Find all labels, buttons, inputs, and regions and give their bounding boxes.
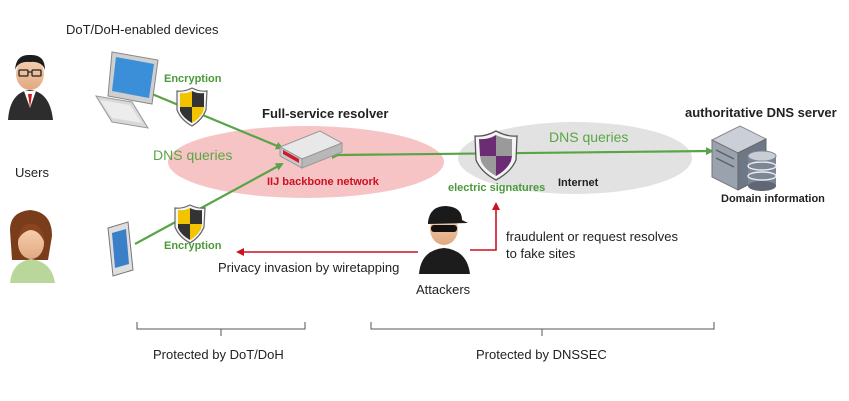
encryption-label-top: Encryption: [164, 73, 222, 85]
devices-title: DoT/DoH-enabled devices: [66, 22, 219, 37]
signatures-label: electric signatures: [448, 182, 546, 194]
privacy-label: Privacy invasion by wiretapping: [218, 260, 400, 275]
fraud-line-1: fraudulent or request resolves: [506, 229, 678, 244]
phone-to-resolver-arrow: [134, 163, 284, 245]
dot-doh-bracket: [136, 322, 306, 336]
dns-queries-right: DNS queries: [549, 129, 629, 145]
user-woman-icon: [10, 210, 55, 283]
fraud-line-2: to fake sites: [506, 246, 576, 261]
shield-icon-bottom: [174, 204, 206, 244]
router-icon: [278, 130, 344, 169]
domain-info-label: Domain information: [721, 193, 825, 205]
protected-dnssec-label: Protected by DNSSEC: [476, 347, 607, 362]
desktop-computer-icon: [94, 51, 159, 129]
attackers-label: Attackers: [416, 282, 471, 297]
shield-icon-top: [176, 87, 208, 127]
smartphone-icon: [107, 221, 134, 277]
user-man-icon: [8, 54, 53, 120]
attacker-icon: [419, 206, 470, 274]
dnssec-bracket: [370, 322, 715, 336]
shield-icon-signature: [474, 130, 518, 181]
resolver-title: Full-service resolver: [262, 106, 389, 121]
resolver-to-auth-arrow: [331, 147, 714, 160]
backbone-label: IIJ backbone network: [267, 176, 379, 188]
auth-server-title: authoritative DNS server: [685, 105, 837, 120]
users-label: Users: [15, 165, 49, 180]
internet-label: Internet: [558, 177, 599, 189]
attacker-spoof-arrow: [470, 202, 500, 251]
database-icon: [747, 150, 777, 191]
encryption-label-bottom: Encryption: [164, 240, 222, 252]
dns-queries-left: DNS queries: [153, 147, 233, 163]
protected-dot-label: Protected by DoT/DoH: [153, 347, 284, 362]
desktop-to-resolver-arrow: [151, 92, 284, 150]
